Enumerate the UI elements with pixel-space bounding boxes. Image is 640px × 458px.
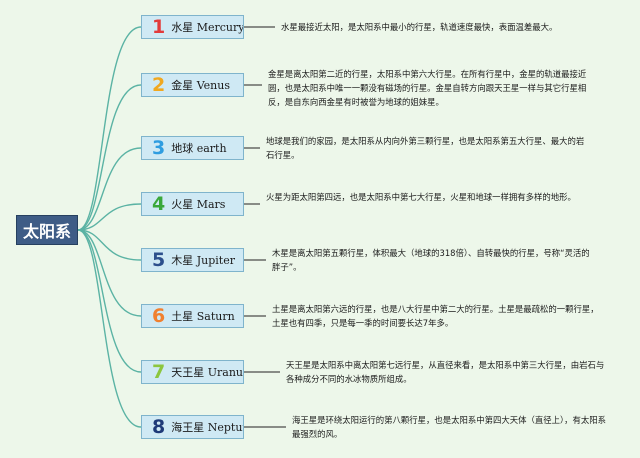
planet-description-8: 海王星是环绕太阳运行的第八颗行星，也是太阳系中第四大天体（直径上），有太阳系最强… — [292, 415, 607, 439]
planet-description-3: 地球是我们的家园，是太阳系从内向外第三颗行星，也是太阳系第五大行星、最大的岩石行… — [266, 136, 585, 160]
root-label: 太阳系 — [22, 222, 71, 241]
branch-line-1 — [77, 26, 142, 231]
branch-line-6 — [77, 229, 142, 317]
planet-node-5[interactable]: 5 木星 Jupiter — [141, 248, 244, 272]
planet-number: 8 — [152, 415, 166, 438]
planet-number: 7 — [152, 360, 166, 383]
branch-line-5 — [77, 229, 142, 261]
branch-line-4 — [77, 203, 142, 231]
planet-name: 土星 Saturn — [171, 310, 235, 323]
planet-node-7[interactable]: 7 天王星 Uranus — [141, 360, 244, 384]
planet-number: 6 — [152, 304, 166, 327]
planet-description-2: 金星是离太阳第二近的行星，太阳系中第六大行星。在所有行星中，金星的轨道最接近圆，… — [268, 69, 587, 107]
planet-number: 2 — [152, 73, 166, 96]
planet-name: 水星 Mercury — [171, 21, 244, 34]
planet-number: 5 — [152, 248, 166, 271]
planet-description-6: 土星是离太阳第六远的行星，也是八大行星中第二大的行星。土星是最疏松的一颗行星，土… — [272, 304, 599, 328]
branch-line-7 — [77, 229, 142, 373]
planet-description-7: 天王星是太阳系中离太阳第七远行星，从直径来看，是太阳系中第三大行星，由岩石与各种… — [286, 360, 605, 384]
planet-number: 1 — [152, 15, 166, 38]
planet-name: 火星 Mars — [171, 198, 226, 211]
planet-name: 金星 Venus — [171, 79, 230, 92]
planet-node-4[interactable]: 4 火星 Mars — [141, 192, 244, 216]
planet-name: 天王星 Uranus — [171, 366, 244, 379]
branch-line-8 — [77, 229, 142, 428]
planet-description-4: 火星为距太阳第四远，也是太阳系中第七大行星，火星和地球一样拥有多样的地形。 — [266, 192, 576, 202]
planet-description-1: 水星最接近太阳，是太阳系中最小的行星，轨道速度最快，表面温差最大。 — [281, 22, 558, 32]
planet-description-5: 木星是离太阳第五颗行星，体积最大（地球的318倍）、自转最快的行星，号称“灵活的… — [272, 248, 590, 272]
planet-name: 地球 earth — [171, 142, 227, 155]
planet-node-6[interactable]: 6 土星 Saturn — [141, 304, 244, 328]
planet-node-3[interactable]: 3 地球 earth — [141, 136, 244, 160]
planet-name: 木星 Jupiter — [171, 254, 235, 267]
planet-number: 4 — [152, 192, 166, 215]
planet-number: 3 — [152, 136, 166, 159]
planet-node-2[interactable]: 2 金星 Venus — [141, 73, 244, 97]
planet-name: 海王星 Neptune — [171, 421, 243, 434]
branch-line-3 — [77, 147, 142, 231]
branch-line-2 — [77, 84, 142, 231]
planet-node-1[interactable]: 1 水星 Mercury — [141, 15, 244, 39]
planet-node-8[interactable]: 8 海王星 Neptune — [141, 415, 244, 439]
root-node-solar-system[interactable]: 太阳系 — [16, 215, 78, 245]
